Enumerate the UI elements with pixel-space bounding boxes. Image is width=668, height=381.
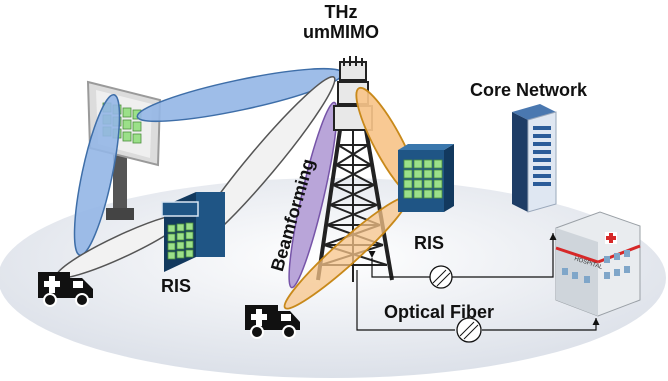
- umimo-label: umMIMO: [303, 22, 379, 42]
- ris-left-label: RIS: [161, 276, 192, 296]
- fiber-lines: [356, 233, 600, 331]
- ris-right-panel: [398, 144, 454, 212]
- ambulance-icon-left: [38, 272, 93, 307]
- fiber-coupler-icon: [429, 265, 482, 343]
- beam-beamforming: [288, 101, 338, 289]
- hospital-icon: HOSPITAL: [555, 211, 641, 317]
- optical-fiber-label: Optical Fiber: [384, 302, 495, 322]
- ris-right-label: RIS: [414, 233, 445, 253]
- ambulance-icon-right: [245, 305, 300, 339]
- thz-umimo-label: THz umMIMO: [296, 2, 386, 42]
- server-icon: [512, 104, 557, 213]
- core-network-label: Core Network: [470, 80, 588, 100]
- thz-label: THz: [324, 2, 358, 22]
- ris-left-panel: [161, 192, 225, 272]
